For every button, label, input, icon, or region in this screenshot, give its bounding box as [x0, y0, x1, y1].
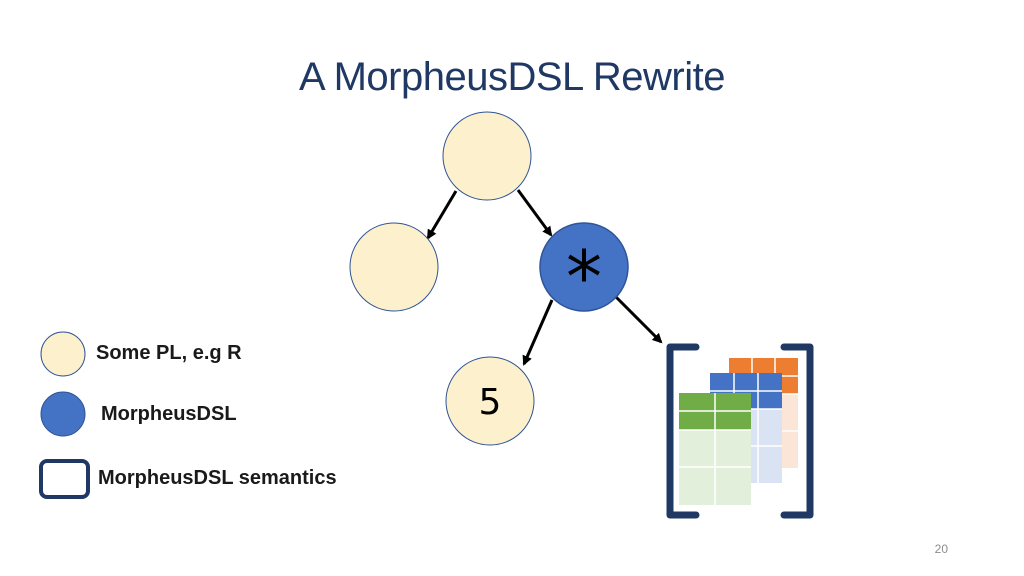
edge-operator-literal [522, 299, 554, 366]
legend-label-dsl: MorpheusDSL [101, 403, 237, 425]
matrix-green [679, 393, 751, 505]
edge-root-left [426, 190, 458, 240]
legend-swatch-semantics [39, 459, 90, 499]
legend-swatch-pl [40, 331, 86, 377]
literal-value: 5 [479, 382, 502, 423]
semantics-brackets [666, 343, 814, 519]
root-node [442, 111, 532, 201]
edge-operator-semantics [614, 295, 663, 344]
legend-label-semantics: MorpheusDSL semantics [98, 467, 337, 489]
legend-label-pl: Some PL, e.g R [96, 342, 242, 364]
legend-swatch-dsl [40, 391, 86, 437]
literal-node [445, 356, 535, 446]
page-number: 20 [934, 542, 948, 556]
page-title: A MorpheusDSL Rewrite [299, 55, 725, 99]
operator-symbol: * [566, 235, 602, 319]
operator-node [539, 222, 629, 312]
edge-root-operator [516, 189, 553, 237]
left-child-node [349, 222, 439, 312]
